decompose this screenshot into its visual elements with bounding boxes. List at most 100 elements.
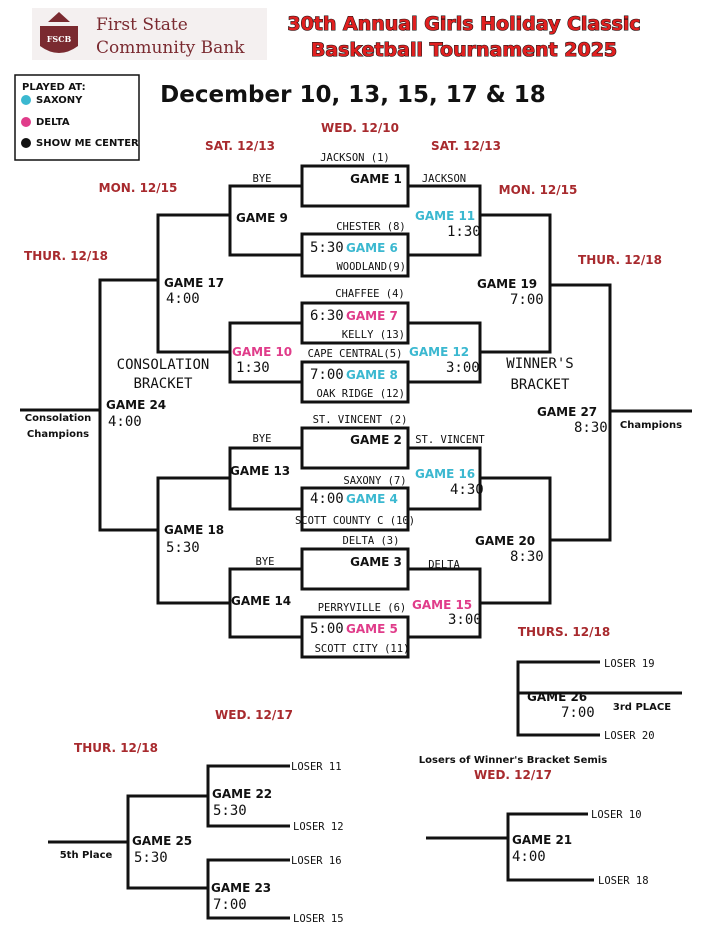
title-line2: Basketball Tournament 2025 [311, 39, 617, 61]
game13-bracket [228, 446, 302, 511]
team-scott-county: SCOTT COUNTY C (10) [295, 515, 415, 527]
game27-time: 8:30 [574, 420, 608, 436]
header-wed-1217-left: WED. 12/17 [215, 708, 293, 722]
game21-bracket [506, 812, 594, 882]
game3-label: GAME 3 [350, 555, 402, 569]
game20-time: 8:30 [510, 549, 544, 565]
fifth-loser-16: LOSER 16 [291, 855, 342, 867]
game4-label: GAME 4 [346, 492, 398, 506]
team-delta-advance: DELTA [428, 559, 460, 571]
logo-monogram: FSCB [47, 34, 72, 44]
game11-label: GAME 11 [415, 209, 475, 223]
team-perryville: PERRYVILLE (6) [318, 602, 407, 614]
game24-label: GAME 24 [106, 398, 166, 412]
game14-label: GAME 14 [231, 594, 291, 608]
team-oak-ridge: OAK RIDGE (12) [316, 388, 405, 400]
game20-label: GAME 20 [475, 534, 535, 548]
delta-dot-icon [21, 117, 31, 127]
game22-label: GAME 22 [212, 787, 272, 801]
game7-time: 6:30 [310, 308, 344, 324]
fifth-place-label: 5th Place [60, 850, 113, 861]
header-mon-right: MON. 12/15 [499, 183, 578, 197]
team-st-vincent-seed: ST. VINCENT (2) [313, 414, 408, 426]
game1-label: GAME 1 [350, 172, 402, 186]
game27-label: GAME 27 [537, 405, 597, 419]
game19-time: 7:00 [510, 292, 544, 308]
bank-shield-icon [40, 26, 78, 53]
consolation-champions-line2: Champions [27, 429, 89, 440]
third-place-label: 3rd PLACE [613, 702, 671, 713]
bank-name-line2: Community Bank [96, 38, 245, 58]
game10-time: 1:30 [236, 360, 270, 376]
game19-label: GAME 19 [477, 277, 537, 291]
team-chester: CHESTER (8) [336, 221, 406, 233]
game15-time: 3:00 [448, 612, 482, 628]
legend-heading: PLAYED AT: [22, 82, 86, 93]
fifth-loser-15: LOSER 15 [293, 913, 344, 925]
venue-legend: PLAYED AT: SAXONY DELTA SHOW ME CENTER [14, 74, 140, 161]
legend-show-me-center: SHOW ME CENTER [36, 138, 139, 149]
team-chaffee: CHAFFEE (4) [335, 288, 405, 300]
bracket-lines [20, 164, 692, 920]
legend-saxony: SAXONY [36, 95, 83, 106]
header-thur-5th: THUR. 12/18 [74, 741, 158, 755]
game25-time: 5:30 [134, 850, 168, 866]
game9-bracket [228, 184, 302, 257]
eagle-icon [48, 12, 70, 22]
semis-losers-caption: Losers of Winner's Bracket Semis [419, 755, 607, 766]
legend-box [14, 74, 140, 161]
header-sat-left: SAT. 12/13 [205, 139, 275, 153]
game5-label: GAME 5 [346, 622, 398, 636]
header-thur-right: THUR. 12/18 [578, 253, 662, 267]
fifth-loser-11: LOSER 11 [291, 761, 342, 773]
game16-label: GAME 16 [415, 467, 475, 481]
game4-time: 4:00 [310, 491, 344, 507]
game26-time: 7:00 [561, 705, 595, 721]
game26-bracket [516, 660, 600, 737]
game22-time: 5:30 [213, 803, 247, 819]
game23-label: GAME 23 [211, 881, 271, 895]
semis-loser-10: LOSER 10 [591, 809, 642, 821]
team-st-vincent-advance: ST. VINCENT [415, 434, 485, 446]
game23-time: 7:00 [213, 897, 247, 913]
game18-bracket [156, 476, 230, 605]
game18-time: 5:30 [166, 540, 200, 556]
semis-loser-18: LOSER 18 [598, 875, 649, 887]
consolation-champions-line1: Consolation [25, 413, 92, 424]
game13-label: GAME 13 [230, 464, 290, 478]
game18-label: GAME 18 [164, 523, 224, 537]
team-woodland: WOODLAND(9) [336, 261, 406, 273]
game9-label: GAME 9 [236, 211, 288, 225]
game17-time: 4:00 [166, 291, 200, 307]
fifth-loser-12: LOSER 12 [293, 821, 344, 833]
bye-game13: BYE [253, 433, 272, 445]
consolation-bracket-line1: CONSOLATION [117, 357, 210, 373]
game8-label: GAME 8 [346, 368, 398, 382]
sponsor-logo: FSCB First State Community Bank [32, 8, 267, 60]
title-line1: 30th Annual Girls Holiday Classic [287, 13, 640, 35]
game21-time: 4:00 [512, 849, 546, 865]
game17-label: GAME 17 [164, 276, 224, 290]
game17-bracket [156, 213, 230, 354]
game10-label: GAME 10 [232, 345, 292, 359]
header-wed-1210: WED. 12/10 [321, 121, 399, 135]
game12-time: 3:00 [446, 360, 480, 376]
header-mon-left: MON. 12/15 [99, 181, 178, 195]
game21-label: GAME 21 [512, 833, 572, 847]
team-scott-city: SCOTT CITY (11) [315, 643, 410, 655]
header-thur-left: THUR. 12/18 [24, 249, 108, 263]
bye-game14: BYE [256, 556, 275, 568]
team-jackson-seed: JACKSON (1) [320, 152, 390, 164]
bye-game9: BYE [253, 173, 272, 185]
bank-name-line1: First State [96, 15, 188, 35]
champions-label: Champions [620, 420, 682, 431]
game11-bracket [408, 184, 482, 257]
game25-label: GAME 25 [132, 834, 192, 848]
legend-delta: DELTA [36, 117, 70, 128]
consolation-bracket-line2: BRACKET [133, 376, 193, 392]
game6-label: GAME 6 [346, 241, 398, 255]
team-cape-central: CAPE CENTRAL(5) [308, 348, 403, 360]
third-loser-20: LOSER 20 [604, 730, 655, 742]
game2-label: GAME 2 [350, 433, 402, 447]
